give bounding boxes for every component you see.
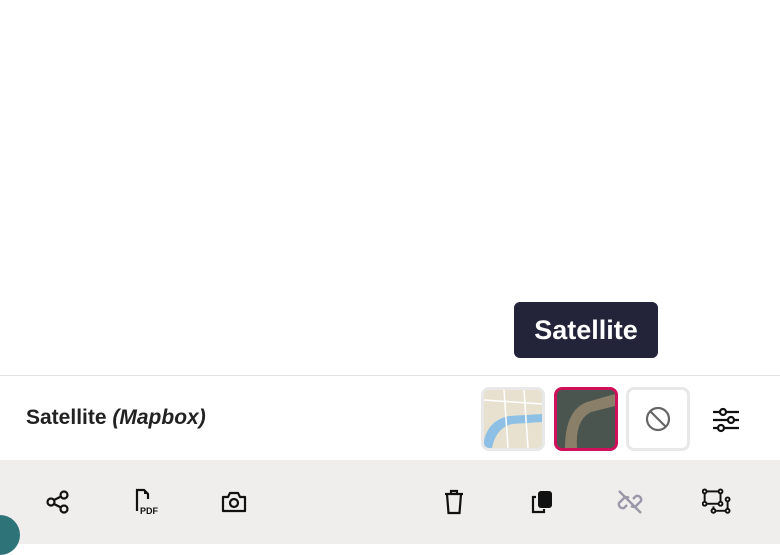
sliders-icon (713, 407, 739, 433)
delete-button[interactable] (439, 487, 469, 517)
trash-icon (445, 489, 463, 515)
unlink-button[interactable] (615, 487, 645, 517)
duplicate-button[interactable] (527, 487, 557, 517)
bounding-box-button[interactable] (702, 487, 732, 517)
screenshot-button[interactable] (219, 487, 249, 517)
basemap-panel: Satellite (Mapbox) (0, 375, 780, 460)
unlink-icon (617, 490, 643, 514)
map-area (0, 0, 780, 375)
pdf-label: PDF (140, 506, 159, 516)
basemap-none-thumb[interactable] (626, 387, 690, 451)
copy-icon (531, 491, 552, 514)
layer-name: Satellite (26, 406, 107, 429)
pdf-icon: PDF (135, 488, 159, 516)
tooltip: Satellite (514, 302, 658, 358)
share-button[interactable] (43, 487, 73, 517)
bounding-box-icon (702, 488, 731, 514)
export-pdf-button[interactable]: PDF (131, 487, 161, 517)
corner-decoration (0, 515, 20, 555)
settings-sliders-button[interactable] (708, 402, 744, 438)
basemap-label: Satellite (Mapbox) (26, 406, 206, 430)
share-icon (46, 490, 69, 514)
basemap-streets-thumb[interactable] (481, 387, 545, 451)
bottom-toolbar: PDF (0, 460, 780, 555)
camera-icon (221, 491, 247, 513)
basemap-satellite-thumb[interactable] (554, 387, 618, 451)
no-basemap-icon (645, 406, 671, 432)
layer-provider: (Mapbox) (112, 406, 206, 429)
